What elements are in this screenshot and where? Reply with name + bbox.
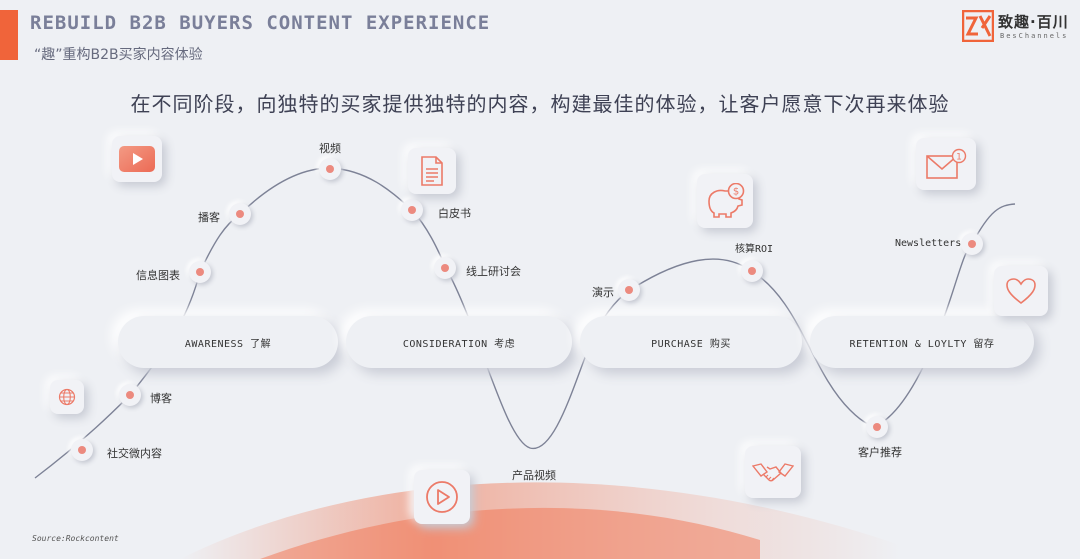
- point-label-product-video: 产品视频: [512, 469, 556, 482]
- point-label-infographic: 信息图表: [136, 269, 180, 282]
- heart-icon-box: [994, 266, 1048, 316]
- point-label-roi: 核算ROI: [735, 244, 774, 255]
- mail-notification-icon: 1: [926, 148, 967, 179]
- svg-text:1: 1: [956, 153, 962, 163]
- journey-path: [34, 167, 1016, 479]
- point-label-webinar: 线上研讨会: [466, 265, 521, 278]
- stage-label: CONSIDERATION 考虑: [402, 338, 516, 350]
- heart-icon: [1006, 278, 1036, 305]
- logo-mark-icon: [962, 10, 994, 42]
- document-icon: [421, 156, 443, 186]
- play-icon-box: [414, 470, 470, 524]
- journey-point-social: [71, 439, 93, 461]
- svg-text:$: $: [733, 187, 739, 198]
- journey-point-webinar: [434, 257, 456, 279]
- source-note: Source:Rockcontent: [32, 534, 119, 543]
- stage-label: RETENTION & LOYLTY 留存: [849, 338, 995, 350]
- point-label-demo: 演示: [592, 286, 614, 299]
- journey-point-infographic: [189, 261, 211, 283]
- logo-text: 致趣·百川: [998, 13, 1069, 31]
- point-label-social: 社交微内容: [107, 447, 162, 460]
- youtube-play-icon: [119, 146, 155, 172]
- point-label-blog: 博客: [150, 392, 172, 405]
- journey-point-newsletters: [961, 233, 983, 255]
- background-swoosh-inner: [260, 507, 760, 559]
- point-label-podcast: 播客: [198, 211, 220, 224]
- mail-icon-box: 1: [916, 138, 976, 190]
- point-label-referral: 客户推荐: [858, 446, 902, 459]
- document-icon-box: [408, 148, 456, 194]
- stage-purchase: PURCHASE 购买: [580, 316, 802, 368]
- headline: 在不同阶段，向独特的买家提供独特的内容，构建最佳的体验，让客户愿意下次再来体验: [130, 92, 950, 116]
- stage-awareness: AWARENESS 了解: [118, 316, 338, 368]
- globe-icon-box: [50, 380, 84, 414]
- stage-retention: RETENTION & LOYLTY 留存: [810, 316, 1034, 368]
- journey-point-whitepaper: [401, 199, 423, 221]
- brand-logo: 致趣·百川 BesChannels: [960, 8, 1070, 44]
- accent-bar: [0, 10, 18, 60]
- page-subtitle: “趣”重构B2B买家内容体验: [34, 47, 203, 63]
- stage-label: AWARENESS 了解: [184, 338, 272, 350]
- page-title: REBUILD B2B BUYERS CONTENT EXPERIENCE: [30, 12, 491, 34]
- journey-point-referral: [866, 416, 888, 438]
- point-label-whitepaper: 白皮书: [438, 207, 471, 220]
- point-label-newsletters: Newsletters: [895, 238, 962, 249]
- journey-point-roi: [741, 260, 763, 282]
- piggy-icon-box: $: [697, 174, 753, 228]
- journey-point-demo: [618, 279, 640, 301]
- youtube-icon-box: [112, 136, 162, 182]
- journey-point-podcast: [229, 203, 251, 225]
- stage-label: PURCHASE 购买: [651, 338, 731, 350]
- journey-point-video: [319, 158, 341, 180]
- handshake-icon: [752, 463, 794, 482]
- journey-point-blog: [119, 384, 141, 406]
- piggy-bank-dollar-icon: $: [708, 183, 745, 218]
- point-label-video: 视频: [319, 142, 341, 155]
- handshake-icon-box: [745, 446, 801, 498]
- play-circle-icon: [426, 481, 458, 513]
- logo-subtext: BesChannels: [1000, 32, 1069, 40]
- background-swoosh: [180, 482, 900, 559]
- stage-consideration: CONSIDERATION 考虑: [346, 316, 572, 368]
- globe-icon: [58, 388, 76, 406]
